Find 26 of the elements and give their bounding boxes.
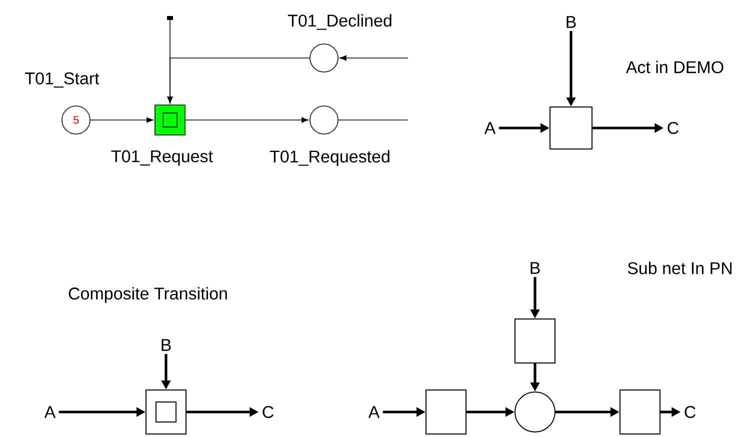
letter-label: A	[368, 406, 380, 418]
letter-label: A	[44, 406, 56, 418]
arrow	[90, 117, 154, 123]
transition-box	[514, 318, 556, 364]
letter-label: C	[262, 406, 274, 418]
section-label: Composite Transition	[68, 287, 227, 303]
place-label: T01_Requested	[270, 150, 390, 166]
letter-label: C	[684, 406, 696, 418]
arrow	[185, 117, 308, 123]
place-label: T01_Request	[111, 150, 213, 166]
letter-label: C	[668, 122, 678, 134]
transition-box	[426, 390, 466, 434]
section-label: Sub net In PN	[628, 262, 732, 274]
section-label: Act in DEMO	[626, 60, 724, 74]
arrow	[167, 16, 173, 104]
place-label: T01_Declined	[288, 14, 392, 30]
letter-label: A	[484, 122, 496, 134]
letter-label: B	[162, 339, 171, 351]
arrow	[340, 55, 408, 61]
composite-transition-box	[146, 390, 186, 434]
place-label: T01_Start	[25, 72, 100, 88]
transition-box	[550, 106, 592, 150]
letter-label: B	[566, 16, 576, 28]
transition-box	[620, 390, 660, 434]
place-circle	[514, 392, 556, 432]
letter-label: B	[530, 262, 540, 274]
